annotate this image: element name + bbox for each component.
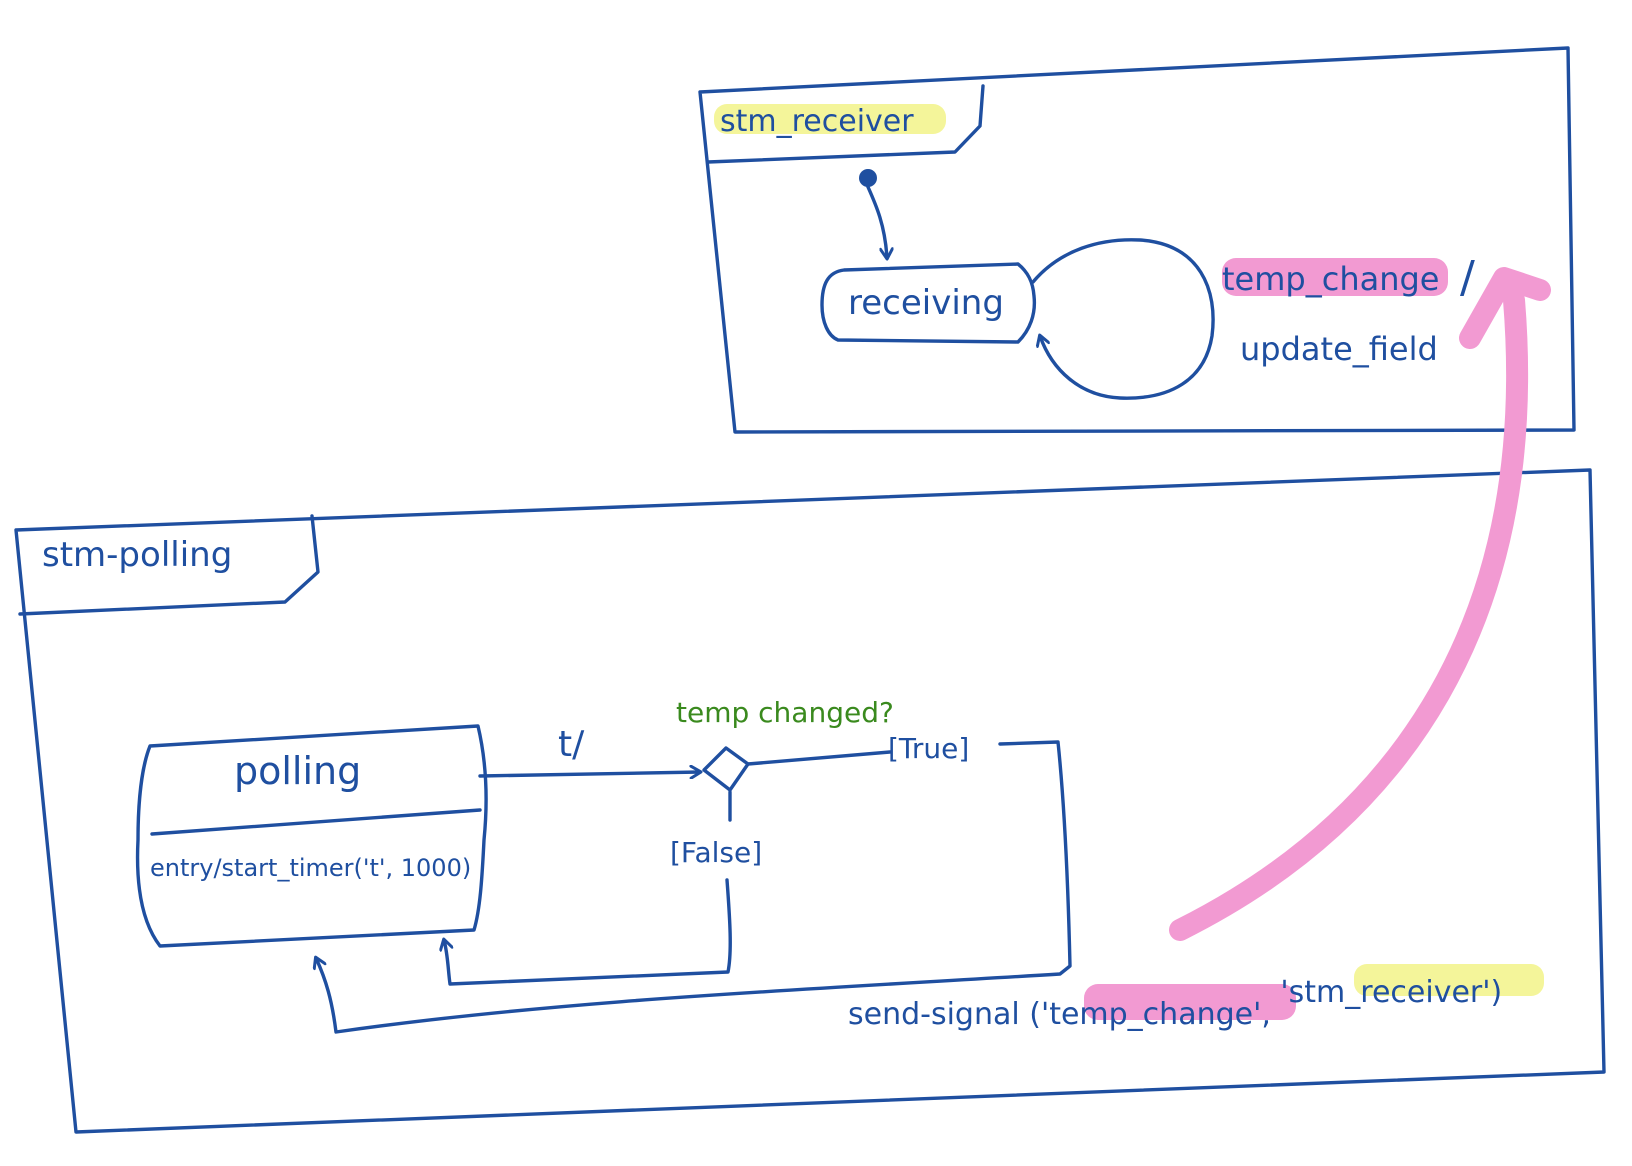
signal-flow-curve [1169,289,1529,941]
receiver-name-tab [706,84,985,164]
send-signal-comma: , [1261,997,1280,1032]
decision-node [702,746,750,792]
polling-machine-name: stm-polling [42,535,232,575]
decision-note: temp changed? [676,696,894,729]
receiving-state-box [820,262,1037,344]
timer-trigger-label: t/ [558,724,585,765]
send-signal-suffix: ) [1491,975,1503,1010]
receiver-frame-border [698,46,1576,434]
polling-name-tab [18,514,320,616]
initial-node [859,169,877,187]
receiving-state-label: receiving [848,283,1004,323]
guard-true-label: [True] [888,732,969,765]
polling-machine-frame: stm-polling polling entry/start_timer('t… [14,468,1606,1134]
entry-action-label: entry/start_timer('t', 1000) [150,854,471,882]
false-branch-return-arrow [444,878,732,986]
send-target-highlight-yellow [1354,964,1544,996]
timer-transition-arrow [478,772,700,776]
polling-state-divider [150,808,482,836]
receiver-machine-name: stm_receiver [720,104,914,139]
receiver-machine-frame: stm_receiver receiving temp_change / upd… [698,46,1576,434]
receiver-name-highlight [714,104,946,134]
receiver-action-label: update_field [1240,330,1438,368]
guard-false-label: [False] [670,836,762,869]
true-branch-line [746,750,892,766]
send-signal-event: 'temp_change' [1041,997,1261,1032]
send-signal-prefix: send-signal ( [848,997,1041,1032]
event-highlight-pink [1222,258,1448,296]
send-event-highlight-pink [1084,984,1296,1020]
initial-transition-arrow [866,185,887,258]
signal-flow-arrowhead [1459,267,1551,349]
polling-frame-border [14,468,1606,1134]
send-signal-label: send-signal ('temp_change', 'stm_receive… [848,975,1502,1032]
polling-state-box [135,724,488,948]
receiver-event-label: temp_change [1222,260,1439,298]
signal-flow-arrow [1169,267,1551,941]
true-branch-return-arrow [316,740,1072,1034]
receiver-slash: / [1460,252,1475,303]
receiving-self-loop [1031,238,1215,400]
polling-state-label: polling [234,749,361,793]
send-signal-target: 'stm_receiver' [1280,975,1490,1010]
